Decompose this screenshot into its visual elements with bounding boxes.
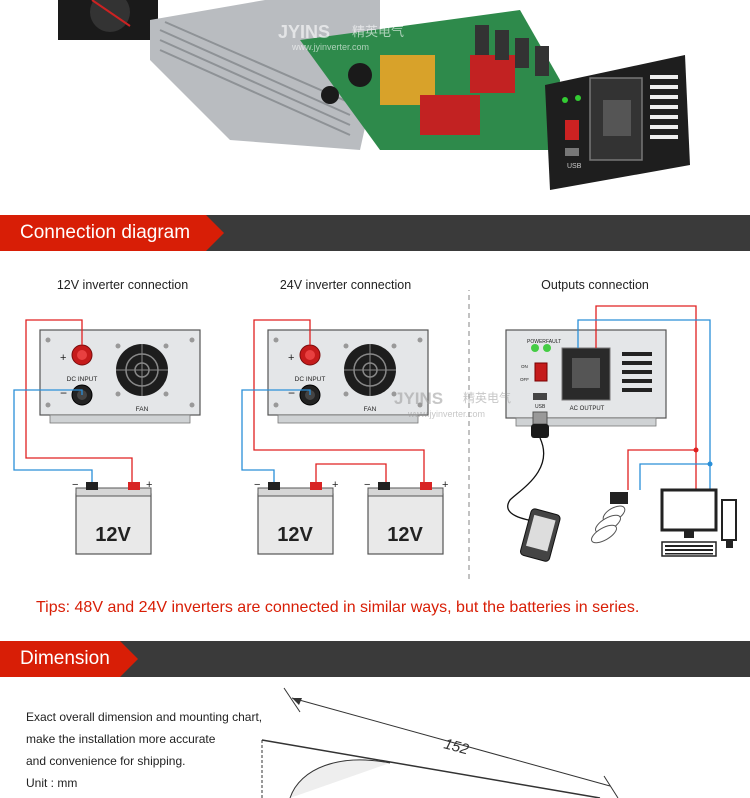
label-12v-connection: 12V inverter connection [56,278,189,292]
smartphone-icon [519,508,561,562]
dimension-banner: Dimension [0,641,750,677]
red-wire-12v [25,319,133,482]
label-24v-connection: 24V inverter connection [279,278,412,292]
dc-input-label-12v: DC INPUT [67,376,98,383]
fan-label-12v: FAN [136,406,149,413]
dimension-description-line-1: Exact overall dimension and mounting cha… [26,710,263,724]
battery-24v-2-label: 12V [387,524,423,546]
red-wire-output [595,305,697,490]
connection-diagram: + − DC INPUT FAN 12V − + + − DC INPUT FA… [13,290,737,580]
battery-24v-1-plus: + [332,479,338,491]
usb-port-label: USB [567,163,582,170]
inverter-photo-illustration: USB JYINS 精英电气 www.jyinverter.com [58,0,690,190]
inverter-24v [267,329,429,424]
blue-wire-output [577,319,711,490]
inverter-12v [39,329,201,424]
switch-on-label: ON [521,364,528,369]
switch-off-label: OFF [520,377,529,382]
minus-sign-12v: − [60,386,67,400]
light-bulb-icon [591,492,628,544]
battery-24v-2-plus: + [442,479,448,491]
battery-12v-label: 12V [95,524,131,546]
length-dimension-value: 152 [442,735,471,758]
usb-cable-icon [507,411,549,523]
watermark-cn: 精英电气 [352,24,404,39]
dimension-unit-label: Unit : mm [26,776,78,790]
inverter-front-panel [505,329,667,427]
power-led-label: POWER [527,339,546,345]
blue-wire-24v [241,389,311,482]
fault-led-label: FAULT [546,339,561,345]
fan-label-24v: FAN [364,406,377,413]
plus-sign-12v: + [60,352,66,364]
dimension-title: Dimension [0,641,138,677]
dimension-drawing: 152 [261,687,619,798]
battery-24v-1-minus: − [254,479,260,491]
connection-diagram-title: Connection diagram [0,215,224,251]
connection-tip: Tips: 48V and 24V inverters are connecte… [36,599,640,616]
minus-sign-24v: − [288,386,295,400]
label-outputs-connection: Outputs connection [541,278,649,292]
blue-wire-bulb [639,463,710,490]
red-wire-bulb [627,449,696,490]
product-photo: USB JYINS 精英电气 www.jyinverter.com [0,0,750,205]
diagram-watermark-url: www.jyinverter.com [407,409,485,419]
connection-diagram-banner: Connection diagram [0,215,750,251]
diagram-watermark-cn: 精英电气 [463,390,511,405]
watermark-brand: JYINS [278,22,330,42]
battery-24v-1-label: 12V [277,524,313,546]
dc-input-label-24v: DC INPUT [295,376,326,383]
watermark-url: www.jyinverter.com [291,42,369,52]
dimension-description-line-2: make the installation more accurate [26,732,216,746]
length-dimension-line [291,697,611,787]
battery-24v-2-minus: − [364,479,370,491]
diagram-watermark-brand: JYINS [394,389,443,408]
blue-wire-12v [13,389,93,482]
plus-sign-24v: + [288,352,294,364]
battery-12v-plus: + [146,479,152,491]
red-wire-24v [253,319,425,482]
series-link-wire [315,463,387,482]
battery-12v-minus: − [72,479,78,491]
ac-output-label: AC OUTPUT [570,406,605,412]
dimension-description-line-3: and convenience for shipping. [26,754,186,768]
desktop-computer-icon [660,488,737,557]
usb-port-front-label: USB [535,404,546,410]
housing-outline [261,739,601,798]
